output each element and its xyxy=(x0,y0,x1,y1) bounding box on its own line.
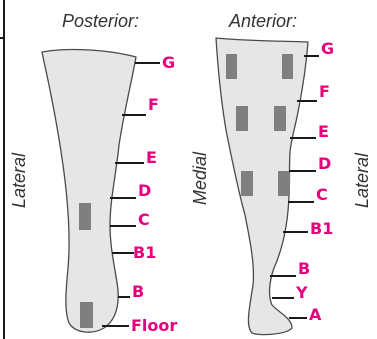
anterior-leg-outline xyxy=(216,38,308,335)
anterior-marker-a-label: A xyxy=(309,305,322,324)
anterior-marker-g-label: G xyxy=(321,39,334,58)
posterior-marker-floor-label: Floor xyxy=(131,316,177,335)
anterior-calf-pad-left xyxy=(241,171,253,196)
posterior-marker-c-label: C xyxy=(138,210,150,229)
anterior-calf-pad-right xyxy=(278,171,290,196)
posterior-marker-g-label: G xyxy=(162,53,175,72)
anterior-marker-a: A xyxy=(289,305,322,324)
anterior-marker-c-label: C xyxy=(316,185,328,204)
anterior-knee-pad-left xyxy=(236,106,248,131)
anterior-marker-d: D xyxy=(289,154,331,173)
anterior-thigh-pad-right xyxy=(282,54,293,79)
anterior-marker-b1-label: B1 xyxy=(310,219,333,238)
posterior-marker-e: E xyxy=(115,148,157,167)
posterior-lateral-label: Lateral xyxy=(9,152,29,208)
anterior-title: Anterior: xyxy=(228,11,297,31)
anterior-marker-d-label: D xyxy=(318,154,331,173)
posterior-title: Posterior: xyxy=(62,11,139,31)
posterior-calf-pad xyxy=(79,203,91,230)
posterior-marker-b1: B1 xyxy=(112,243,156,262)
posterior-marker-b: B xyxy=(118,282,144,301)
posterior-marker-e-label: E xyxy=(146,148,157,167)
posterior-leg-outline xyxy=(42,50,136,333)
posterior-marker-d-label: D xyxy=(138,181,151,200)
anterior-marker-e-label: E xyxy=(318,122,329,141)
anterior-knee-pad-right xyxy=(274,106,286,131)
posterior-marker-b1-label: B1 xyxy=(133,243,156,262)
anterior-thigh-pad-left xyxy=(226,54,237,79)
anterior-marker-c: C xyxy=(288,185,328,204)
anterior-lateral-label: Lateral xyxy=(352,152,372,208)
anterior-medial-label: Medial xyxy=(190,151,210,205)
anterior-marker-b-label: B xyxy=(298,259,310,278)
posterior-marker-g: G xyxy=(135,53,175,72)
posterior-marker-c: C xyxy=(110,210,150,229)
posterior-marker-f-label: F xyxy=(148,95,159,114)
anterior-marker-b1: B1 xyxy=(283,219,333,238)
anterior-marker-y: Y xyxy=(272,283,308,302)
posterior-marker-d: D xyxy=(110,181,151,200)
anterior-marker-y-label: Y xyxy=(295,283,308,302)
posterior-heel-pad xyxy=(80,302,93,328)
anterior-marker-f-label: F xyxy=(319,82,330,101)
posterior-marker-b-label: B xyxy=(132,282,144,301)
